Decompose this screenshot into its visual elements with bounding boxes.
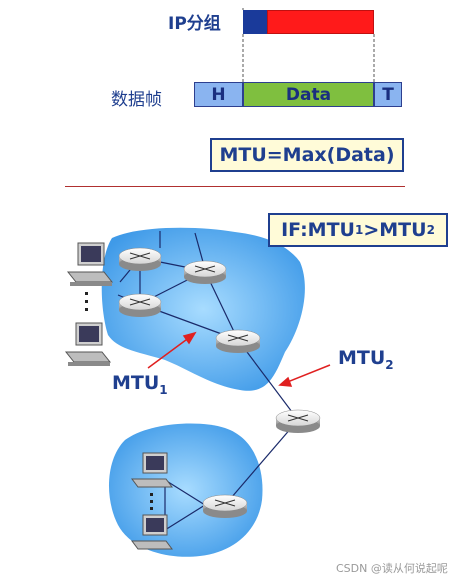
condition-prefix: IF:MTU [281,219,355,241]
ellipsis-dots-top [85,292,88,311]
computer-icon-lower-bottom [131,514,173,550]
frame-label: 数据帧 [111,90,162,110]
router-f [202,494,248,518]
ellipsis-dots-lower [150,493,153,510]
mtu2-text: MTU [338,347,386,369]
frame-data-cell: Data [243,82,374,107]
condition-mid: >MTU [363,219,427,241]
router-b [183,260,227,284]
condition-sub1: 1 [354,223,364,237]
computer-icon-top [66,242,114,286]
condition-sub2: 2 [426,223,435,237]
computer-icon-lower-top [131,452,173,488]
ip-packet-label: IP分组 [168,14,221,34]
mtu1-text: MTU [112,372,160,394]
ip-payload-block [267,10,374,34]
mtu2-sub: 2 [385,357,394,372]
router-c [118,293,162,317]
router-a [118,247,162,271]
mtu1-label: MTU1 [112,372,168,397]
mtu1-sub: 1 [159,382,168,397]
network-cloud-small [108,423,263,557]
ip-header-block [243,10,267,34]
router-e [275,409,321,433]
router-d [215,329,261,353]
guide-lines [242,8,375,82]
section-divider [65,186,405,187]
computer-icon-bottom [64,322,112,366]
frame-trailer-cell: T [374,82,402,107]
frame-header-cell: H [194,82,243,107]
watermark: CSDN @读从何说起呢 [336,562,448,575]
mtu2-label: MTU2 [338,347,394,372]
mtu-formula-box: MTU=Max(Data) [210,138,404,172]
